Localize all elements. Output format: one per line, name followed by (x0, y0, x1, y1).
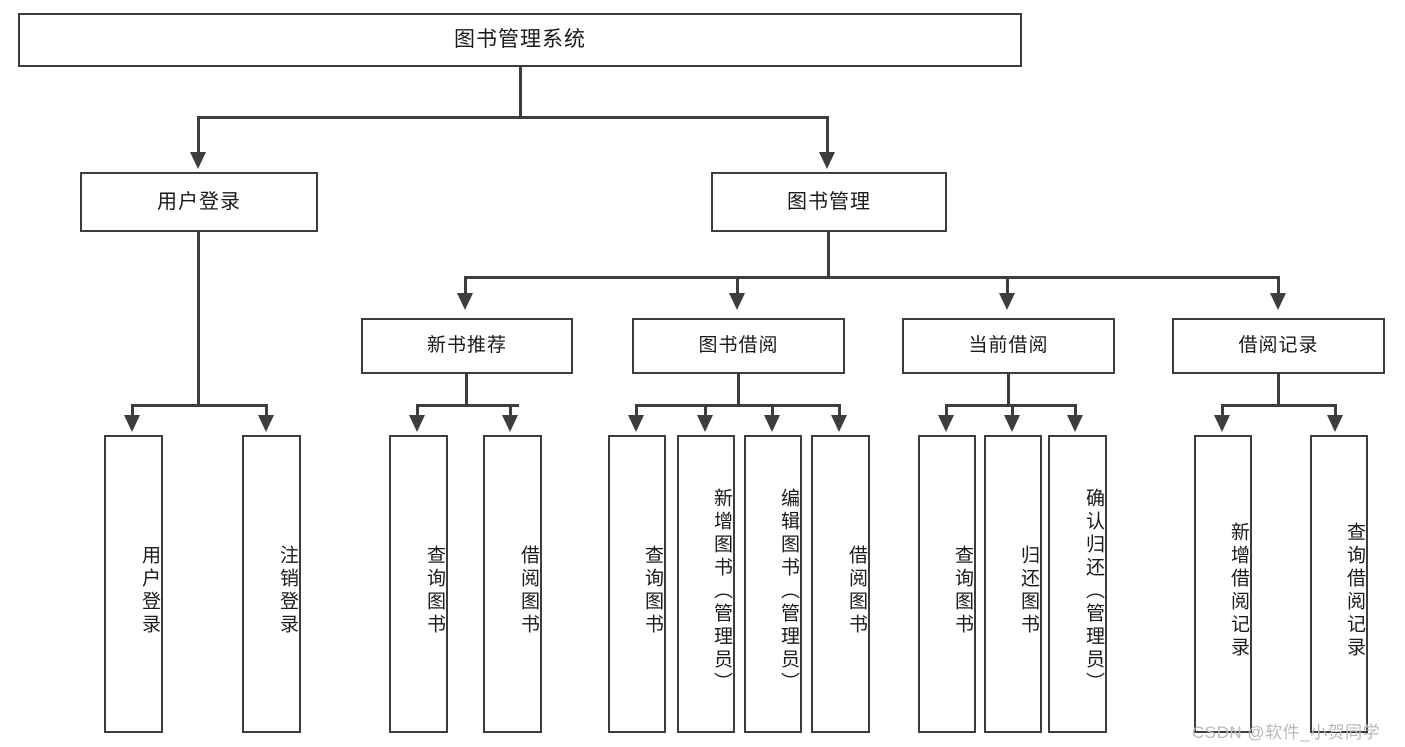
node-label: 用户登录 (157, 190, 241, 213)
leaf-current-borrow-1[interactable]: 归还图书 (984, 435, 1042, 733)
connector-root-stem (519, 67, 522, 117)
connector-drop-book-borrow-leaf-2 (771, 404, 774, 419)
node-current-borrow[interactable]: 当前借阅 (902, 318, 1115, 374)
node-label: 图书管理系统 (454, 27, 586, 51)
connector-drop-user-login-leaf-1 (265, 404, 268, 419)
node-label: 归还图书 (1018, 545, 1039, 637)
connector-drop-user-login (197, 116, 200, 156)
arrowhead-book-borrow (729, 293, 745, 310)
arrowhead-current-borrow (999, 293, 1015, 310)
connector-book-borrow-bus (635, 404, 841, 407)
arrowhead-borrow-record-leaf-0 (1214, 415, 1230, 432)
connector-drop-new-book (464, 276, 467, 298)
connector-current-borrow-stem (1007, 374, 1010, 406)
leaf-current-borrow-2[interactable]: 确认归还（管理员） (1048, 435, 1107, 733)
leaf-current-borrow-0[interactable]: 查询图书 (918, 435, 976, 733)
node-label: 借阅图书 (518, 545, 539, 637)
connector-drop-book-borrow-leaf-0 (635, 404, 638, 419)
node-label: 新增借阅记录 (1228, 522, 1249, 660)
leaf-book-borrow-0[interactable]: 查询图书 (608, 435, 666, 733)
connector-new-book-stem (465, 374, 468, 406)
arrowhead-new-book-leaf-0 (409, 415, 425, 432)
node-label: 查询借阅记录 (1344, 522, 1365, 660)
arrowhead-book-borrow-leaf-3 (831, 415, 847, 432)
node-label: 查询图书 (952, 545, 973, 637)
node-label: 新增图书（管理员） (711, 487, 732, 695)
connector-drop-current-borrow-leaf-0 (945, 404, 948, 419)
arrowhead-user-login-leaf-0 (124, 415, 140, 432)
connector-level2-bus (464, 276, 1280, 279)
connector-new-book-bus (416, 404, 519, 407)
connector-drop-book-manage (826, 116, 829, 156)
leaf-new-book-1[interactable]: 借阅图书 (483, 435, 542, 733)
connector-drop-user-login-leaf-0 (131, 404, 134, 419)
node-label: 查询图书 (424, 545, 445, 637)
arrowhead-book-borrow-leaf-2 (764, 415, 780, 432)
connector-drop-book-borrow-leaf-1 (704, 404, 707, 419)
connector-drop-current-borrow-leaf-2 (1074, 404, 1077, 419)
csdn-watermark: CSDN @软件_小贺同学 (1192, 718, 1380, 743)
connector-user-login-bus (131, 404, 268, 407)
node-book-management[interactable]: 图书管理 (711, 172, 947, 232)
arrowhead-current-borrow-leaf-0 (938, 415, 954, 432)
node-label: 当前借阅 (968, 335, 1049, 357)
node-new-book-recommend[interactable]: 新书推荐 (361, 318, 573, 374)
arrowhead-borrow-record-leaf-1 (1327, 415, 1343, 432)
node-label: 查询图书 (642, 545, 663, 637)
arrowhead-book-borrow-leaf-1 (697, 415, 713, 432)
connector-drop-book-borrow-leaf-3 (838, 404, 841, 419)
node-root-system[interactable]: 图书管理系统 (18, 13, 1022, 67)
node-label: 编辑图书（管理员） (778, 487, 799, 695)
arrowhead-book-manage (819, 152, 835, 169)
leaf-book-borrow-2[interactable]: 编辑图书（管理员） (744, 435, 802, 733)
connector-borrow-record-stem (1277, 374, 1280, 406)
arrowhead-user-login (190, 152, 206, 169)
node-user-login[interactable]: 用户登录 (80, 172, 318, 232)
leaf-book-borrow-1[interactable]: 新增图书（管理员） (677, 435, 735, 733)
connector-drop-book-borrow (736, 276, 739, 298)
connector-drop-borrow-record-leaf-0 (1221, 404, 1224, 419)
connector-drop-current-borrow (1006, 276, 1009, 298)
connector-user-login-stem (197, 232, 200, 406)
connector-book-borrow-stem (737, 374, 740, 406)
connector-drop-current-borrow-leaf-1 (1011, 404, 1014, 419)
node-label: 借阅记录 (1238, 335, 1319, 357)
leaf-borrow-record-0[interactable]: 新增借阅记录 (1194, 435, 1252, 733)
watermark-text: CSDN @软件_小贺同学 (1192, 723, 1381, 742)
node-label: 图书借阅 (698, 335, 779, 357)
leaf-borrow-record-1[interactable]: 查询借阅记录 (1310, 435, 1368, 733)
connector-book-manage-stem (827, 232, 830, 278)
leaf-new-book-0[interactable]: 查询图书 (389, 435, 448, 733)
arrowhead-borrow-record (1270, 293, 1286, 310)
connector-level1-bus (197, 116, 829, 119)
connector-drop-new-book-leaf-0 (416, 404, 419, 419)
connector-drop-borrow-record (1277, 276, 1280, 298)
node-borrow-record[interactable]: 借阅记录 (1172, 318, 1385, 374)
node-label: 确认归还（管理员） (1083, 487, 1104, 695)
node-label: 新书推荐 (426, 335, 507, 357)
leaf-user-login-1[interactable]: 注销登录 (242, 435, 301, 733)
node-label: 注销登录 (277, 545, 298, 637)
arrowhead-book-borrow-leaf-0 (628, 415, 644, 432)
arrowhead-user-login-leaf-1 (258, 415, 274, 432)
arrowhead-new-book-leaf-1 (502, 415, 518, 432)
leaf-book-borrow-3[interactable]: 借阅图书 (811, 435, 870, 733)
leaf-user-login-0[interactable]: 用户登录 (104, 435, 163, 733)
node-label: 图书管理 (787, 190, 871, 213)
connector-borrow-record-bus (1221, 404, 1337, 407)
node-label: 用户登录 (139, 545, 160, 637)
arrowhead-new-book (457, 293, 473, 310)
node-book-borrow[interactable]: 图书借阅 (632, 318, 845, 374)
arrowhead-current-borrow-leaf-2 (1067, 415, 1083, 432)
connector-drop-borrow-record-leaf-1 (1334, 404, 1337, 419)
connector-drop-new-book-leaf-1 (509, 404, 512, 419)
node-label: 借阅图书 (846, 545, 867, 637)
arrowhead-current-borrow-leaf-1 (1004, 415, 1020, 432)
